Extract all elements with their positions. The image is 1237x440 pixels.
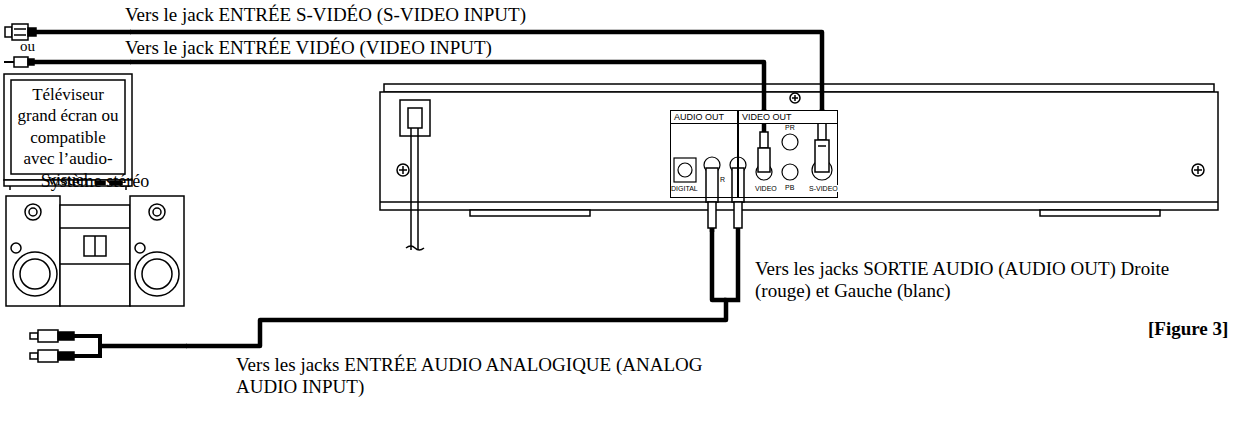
cable-label: Vers le jack ENTRÉE VIDÉO (VIDEO INPUT) <box>125 37 492 59</box>
jacks-part <box>782 134 798 150</box>
panel-heading: VIDEO OUT <box>739 111 837 124</box>
audio-plugs-part <box>710 228 715 232</box>
power-cord <box>400 100 430 250</box>
tv-set-part <box>9 186 11 190</box>
node-text: Système stéréo <box>4 170 186 193</box>
tv-cable-plugs-part <box>5 27 12 37</box>
stereo-system-part <box>11 243 21 253</box>
player-body-part <box>380 201 1218 203</box>
stereo-cable-plugs-part <box>58 352 74 360</box>
stereo-cable-plugs-part <box>30 353 38 359</box>
video-plugs-part <box>815 140 829 172</box>
stereo-system-part <box>153 208 161 216</box>
stereo-system-part <box>142 259 172 289</box>
cable-label: Vers le jack ENTRÉE S-VIDÉO (S-VIDEO INP… <box>125 4 526 26</box>
tv-cable-plugs-part <box>12 24 28 40</box>
audio-plugs-part <box>724 228 738 300</box>
tv-cable-plugs-part <box>28 59 34 65</box>
video-plugs-part <box>760 132 768 148</box>
stereo-system-part <box>60 263 130 265</box>
jack-label: S-VIDEO <box>809 185 838 192</box>
tv-cable-plugs <box>4 24 131 67</box>
player-body-part <box>794 95 796 101</box>
cable-label: Vers les jacks SORTIE AUDIO (AUDIO OUT) … <box>755 258 1225 302</box>
jack-label: R <box>720 176 725 183</box>
player-body-part <box>397 164 409 176</box>
tv-cable-plugs-part <box>4 61 14 63</box>
jacks-part <box>678 163 692 177</box>
stereo-cable-plugs-part <box>74 354 100 358</box>
player-body-part <box>1192 164 1204 176</box>
jacks-part <box>782 164 798 180</box>
power-cord-part <box>406 246 424 250</box>
stereo-system-part <box>6 196 60 306</box>
stereo-cable-plugs-part <box>30 333 38 339</box>
cable <box>186 198 726 346</box>
stereo-cable-plugs-part <box>38 330 58 342</box>
stereo-system-part <box>60 205 130 306</box>
stereo-system-part <box>84 236 106 256</box>
stereo-system-part <box>149 204 165 220</box>
jacks <box>674 134 832 182</box>
or-note: ou <box>20 38 35 55</box>
stereo-system-part <box>13 252 57 296</box>
tv-cable-plugs-part <box>14 57 28 67</box>
stereo-cable-plugs-part <box>38 350 58 362</box>
cable-note: Vers les jacks ENTRÉE AUDIO ANALOGIQUE (… <box>236 354 736 398</box>
stereo-cable-plugs-part <box>74 334 100 338</box>
stereo-system-part <box>29 208 37 216</box>
tv-cable-plugs-part <box>36 30 131 35</box>
player-body-part <box>384 84 1214 92</box>
video-plugs-part <box>818 145 826 147</box>
tv-cable-plugs-part <box>14 34 26 36</box>
audio-plugs-part <box>706 168 718 202</box>
figure-number: [Figure 3] <box>1148 318 1228 340</box>
player-body-part <box>1040 210 1160 216</box>
player-body-part <box>470 210 590 216</box>
stereo-system-part <box>60 227 130 229</box>
audio-plugs-part <box>708 202 716 228</box>
power-cord-part <box>417 128 419 250</box>
video-plugs-part <box>758 148 770 172</box>
stereo-system-part <box>94 236 96 256</box>
jack-label: DIGITAL <box>671 185 698 192</box>
stereo-system: Système stéréo <box>4 170 186 362</box>
stereo-cable-plugs-part <box>58 332 74 340</box>
stereo-system-part <box>130 196 184 306</box>
player-body-part <box>1197 166 1199 174</box>
jack-label: PR <box>785 124 795 131</box>
player-body-part <box>790 93 800 103</box>
jacks-part <box>674 158 696 182</box>
panel-heading: AUDIO OUT <box>671 111 737 124</box>
power-cord-part <box>410 128 412 250</box>
stereo-system-part <box>25 204 41 220</box>
audio-plugs-part <box>734 202 742 228</box>
cable <box>130 62 764 110</box>
tv-cable-plugs-part <box>28 28 36 36</box>
stereo-system-part <box>135 243 145 253</box>
video-plugs-part <box>818 122 826 140</box>
tv-cable-plugs-part <box>14 28 26 30</box>
tv-cable-plugs-part <box>34 60 131 65</box>
player-body <box>380 84 1218 216</box>
power-cord-part <box>408 108 422 128</box>
jack-label: PB <box>785 184 794 191</box>
stereo-system-part <box>20 259 50 289</box>
power-cord-part <box>400 100 430 136</box>
stereo-system-part <box>135 252 179 296</box>
player-body-part <box>402 166 404 174</box>
player-body-part <box>380 92 1218 210</box>
stereo-cable-plugs <box>30 330 187 362</box>
stereo-cable-plugs-part <box>100 344 187 349</box>
stereo-system <box>6 196 184 306</box>
jack-label: VIDEO <box>755 185 777 192</box>
